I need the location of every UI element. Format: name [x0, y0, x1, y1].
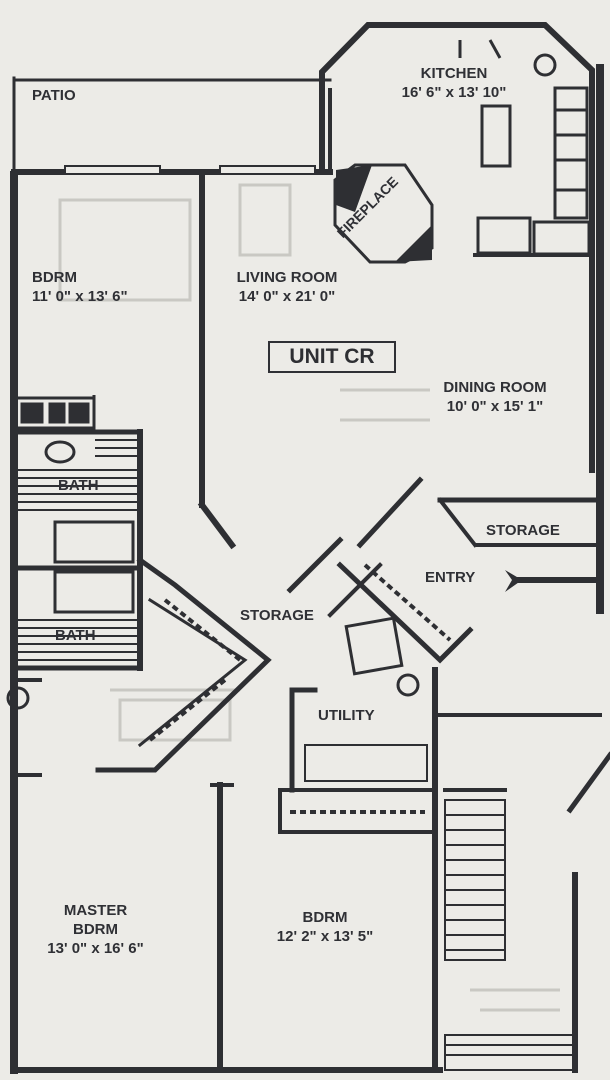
label-entry: ENTRY [425, 569, 476, 586]
fireplace-symbol [333, 163, 434, 264]
label-kitchen: KITCHEN 16' 6" x 13' 10" [368, 66, 540, 101]
bedroom-1-name: BDRM [32, 269, 77, 286]
kitchen-dims: 16' 6" x 13' 10" [401, 83, 507, 101]
windows [64, 165, 316, 175]
bedroom-2-name: BDRM [302, 909, 348, 926]
label-storage-2: STORAGE [240, 607, 314, 624]
ghost-lines [58, 183, 560, 1012]
living-room-dims: 14' 0" x 21' 0" [238, 287, 336, 305]
kitchen-fixtures [458, 39, 591, 256]
kitchen-name: KITCHEN [420, 65, 488, 82]
label-dining-room: DINING ROOM 10' 0" x 15' 1" [420, 380, 570, 415]
entry-arrow [505, 570, 522, 592]
label-master-bedroom: MASTER BDRM 13' 0" x 16' 6" [18, 903, 173, 956]
label-patio: PATIO [32, 87, 76, 104]
bath-fixtures [6, 395, 420, 710]
master-dims: 13' 0" x 16' 6" [47, 939, 144, 957]
stairs [444, 799, 576, 1071]
living-room-name: LIVING ROOM [236, 269, 338, 286]
label-living-room: LIVING ROOM 14' 0" x 21' 0" [212, 270, 362, 305]
hatch-lines [14, 439, 140, 661]
unit-label: UNIT CR [268, 341, 396, 373]
label-bath-1: BATH [58, 477, 99, 494]
closet-marks [148, 563, 452, 814]
master-name-line1: MASTER [63, 902, 128, 919]
master-name-line2: BDRM [73, 920, 118, 938]
dining-room-dims: 10' 0" x 15' 1" [446, 397, 544, 415]
label-bath-2: BATH [55, 627, 96, 644]
bedroom-2-dims: 12' 2" x 13' 5" [276, 927, 374, 945]
label-bedroom-1: BDRM 11' 0" x 13' 6" [32, 270, 128, 305]
label-utility: UTILITY [318, 707, 375, 724]
label-storage-1: STORAGE [486, 522, 560, 539]
dining-room-name: DINING ROOM [443, 379, 547, 396]
label-bedroom-2: BDRM 12' 2" x 13' 5" [250, 910, 400, 945]
bedroom-1-dims: 11' 0" x 13' 6" [32, 287, 128, 305]
